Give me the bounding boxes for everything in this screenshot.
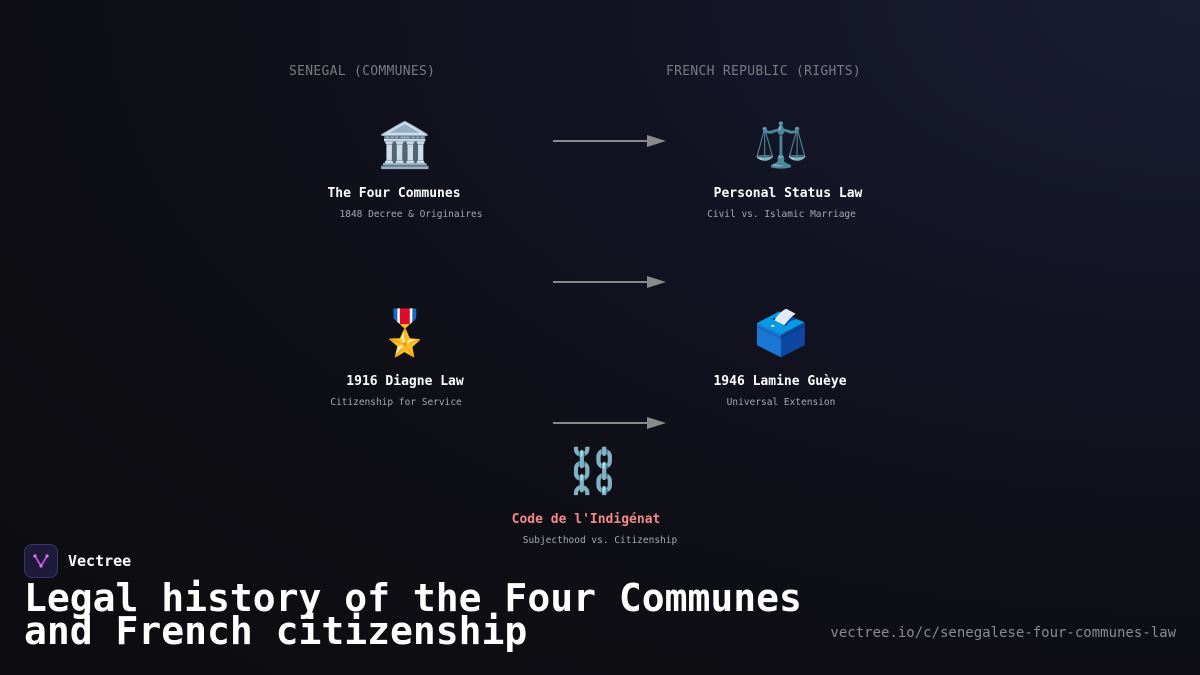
brand: Vectree (24, 544, 131, 578)
node-diagne-law: 🎖️ 1916 Diagne Law Citizenship for Servi… (285, 308, 525, 408)
node-personal-status-law: ⚖️ Personal Status Law Civil vs. Islamic… (661, 120, 901, 220)
node-subtitle: Universal Extension (726, 397, 836, 408)
node-title: The Four Communes (327, 186, 461, 201)
column-header-senegal: SENEGAL (COMMUNES) (289, 64, 436, 79)
chains-icon: ⛓️ (565, 446, 621, 497)
node-subtitle: Citizenship for Service (330, 397, 462, 408)
scales-icon: ⚖️ (753, 120, 809, 171)
arrow-row-3 (553, 417, 666, 429)
vectree-logo-icon (24, 544, 58, 578)
ballot-box-icon: 🗳️ (753, 308, 809, 359)
column-header-french-republic: FRENCH REPUBLIC (RIGHTS) (666, 64, 862, 79)
arrow-communes-to-status (553, 135, 666, 147)
classical-building-icon: 🏛️ (377, 120, 433, 171)
source-url: vectree.io/c/senegalese-four-communes-la… (830, 625, 1176, 641)
arrow-row-2 (553, 276, 666, 288)
brand-name: Vectree (68, 552, 132, 570)
node-subtitle: Subjecthood vs. Citizenship (522, 535, 678, 546)
node-four-communes: 🏛️ The Four Communes 1848 Decree & Origi… (285, 120, 525, 220)
military-medal-icon: 🎖️ (377, 308, 433, 359)
node-lamine-gueye: 🗳️ 1946 Lamine Guèye Universal Extension (661, 308, 901, 408)
node-title: 1916 Diagne Law (346, 374, 464, 389)
node-code-indigenat: ⛓️ Code de l'Indigénat Subjecthood vs. C… (473, 446, 713, 546)
page-title: Legal history of the Four Communes and F… (24, 576, 802, 653)
node-subtitle: 1848 Decree & Originaires (339, 209, 483, 220)
node-title: 1946 Lamine Guèye (713, 374, 847, 389)
node-subtitle: Civil vs. Islamic Marriage (707, 209, 856, 220)
node-title: Code de l'Indigénat (511, 512, 661, 527)
node-title: Personal Status Law (713, 186, 863, 201)
